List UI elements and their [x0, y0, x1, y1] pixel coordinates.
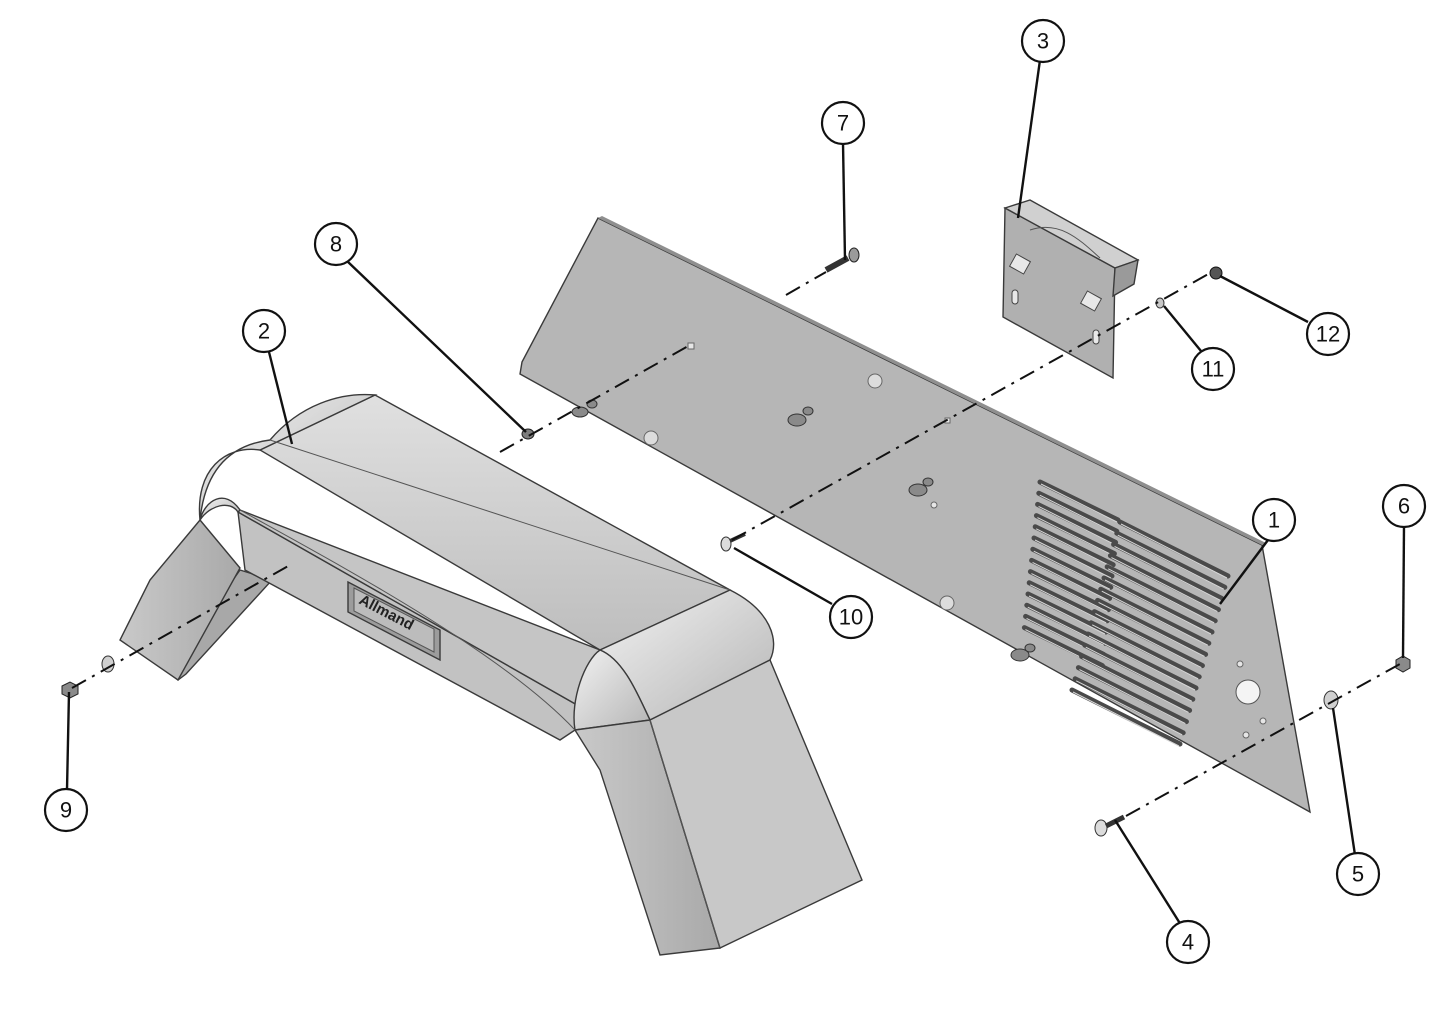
louvre-slot-highlight — [1029, 584, 1107, 624]
leader-lines — [65, 59, 1406, 926]
callout-10: 10 — [828, 594, 874, 640]
louvre-slot — [1030, 546, 1114, 590]
louvre-slot-highlight — [1082, 657, 1189, 713]
louvre-slot — [1075, 665, 1189, 725]
louvre-slot-highlight — [1040, 483, 1118, 523]
callout-4: 4 — [1165, 919, 1211, 965]
louvre-slot — [1069, 687, 1183, 747]
louvre-slot — [1098, 586, 1212, 646]
louvre-slot — [1032, 524, 1116, 568]
louvre-slot-highlight — [1037, 517, 1114, 557]
callout-5-label: 5 — [1352, 862, 1364, 887]
assembly-centerlines — [71, 271, 1401, 817]
callout-8-label: 8 — [330, 232, 342, 257]
callout-2: 2 — [241, 308, 287, 354]
louvre-slot-highlight — [1111, 557, 1218, 613]
callout-9: 9 — [43, 787, 89, 833]
louvre-slot-highlight — [1098, 601, 1205, 657]
callout-5: 5 — [1335, 851, 1381, 897]
callout-6-label: 6 — [1398, 494, 1410, 519]
louvre-slot — [1104, 564, 1218, 624]
hardware-bolt-10 — [720, 532, 746, 552]
callout-11-label: 11 — [1202, 357, 1225, 382]
louvre-slot-highlight — [1032, 561, 1109, 601]
louvre-slot — [1036, 490, 1120, 534]
callout-7: 7 — [820, 100, 866, 146]
callout-10-label: 10 — [839, 605, 863, 630]
louvre-slot-highlight — [1104, 579, 1212, 635]
louvre-slot-highlight — [1117, 534, 1225, 590]
louvre-slot — [1088, 620, 1202, 680]
louvre-slot-highlight — [1035, 528, 1113, 568]
louvre-slot — [1111, 541, 1225, 601]
louvre-slot — [1033, 513, 1117, 557]
callout-1-label: 1 — [1268, 508, 1280, 533]
callout-7-label: 7 — [837, 111, 849, 136]
louvre-slot — [1029, 557, 1113, 601]
louvre-slot-highlight — [1028, 595, 1106, 635]
louvre-slot-highlight — [1101, 590, 1209, 646]
louvre-slot-highlight — [1039, 494, 1117, 534]
louvre-slot — [1101, 575, 1215, 635]
hardware-bolt-7 — [824, 247, 860, 273]
louvre-slot-highlight — [1038, 505, 1115, 545]
louvre-slot — [1031, 535, 1115, 579]
louvre-slot — [1095, 597, 1209, 657]
callout-9-label: 9 — [60, 798, 72, 823]
louvre-slot — [1037, 479, 1121, 523]
hardware-washer-5 — [1323, 690, 1339, 710]
bracket-part — [1002, 199, 1140, 380]
louvre-slot — [1114, 530, 1228, 590]
louvre-slot — [1072, 676, 1186, 736]
louvre-slot-highlight — [1072, 691, 1180, 747]
louvre-slot-highlight — [1027, 606, 1105, 646]
callout-3-label: 3 — [1037, 29, 1049, 54]
callout-4-label: 4 — [1182, 930, 1194, 955]
louvre-slot-highlight — [1033, 550, 1111, 590]
louvre-slot-highlight — [1091, 624, 1199, 680]
panel-part — [519, 216, 1311, 814]
louvre-slot-highlight — [1120, 523, 1228, 579]
fender-part — [119, 393, 863, 956]
louvre-slot — [1026, 580, 1110, 624]
callout-6: 6 — [1381, 483, 1427, 529]
louvre-slot — [1082, 642, 1196, 702]
louvre-slot-highlight — [1079, 669, 1186, 725]
louvre-slot — [1117, 519, 1231, 579]
louvre-slot-highlight — [1075, 680, 1183, 736]
panel-louvres — [1021, 479, 1231, 747]
callout-12: 12 — [1305, 311, 1351, 357]
louvre-slot — [1107, 553, 1221, 613]
callout-12-label: 12 — [1316, 322, 1340, 347]
callout-1: 1 — [1251, 497, 1297, 543]
louvre-slot-highlight — [1031, 573, 1108, 613]
callout-3: 3 — [1020, 18, 1066, 64]
louvre-slot — [1035, 501, 1119, 545]
louvre-slot — [1091, 609, 1205, 669]
louvre-slot-highlight — [1085, 646, 1193, 702]
louvre-slot — [1027, 569, 1111, 613]
callout-11: 11 — [1190, 346, 1236, 392]
louvre-slot-highlight — [1095, 613, 1202, 669]
hardware-nut-12 — [1209, 266, 1223, 280]
louvre-slot-highlight — [1107, 568, 1215, 624]
louvre-slot-highlight — [1088, 635, 1196, 691]
louvre-slot — [1079, 653, 1193, 713]
callout-8: 8 — [313, 221, 359, 267]
louvre-slot-highlight — [1114, 545, 1221, 601]
callout-2-label: 2 — [258, 319, 270, 344]
louvre-slot — [1085, 631, 1199, 691]
louvre-slot-highlight — [1034, 539, 1112, 579]
